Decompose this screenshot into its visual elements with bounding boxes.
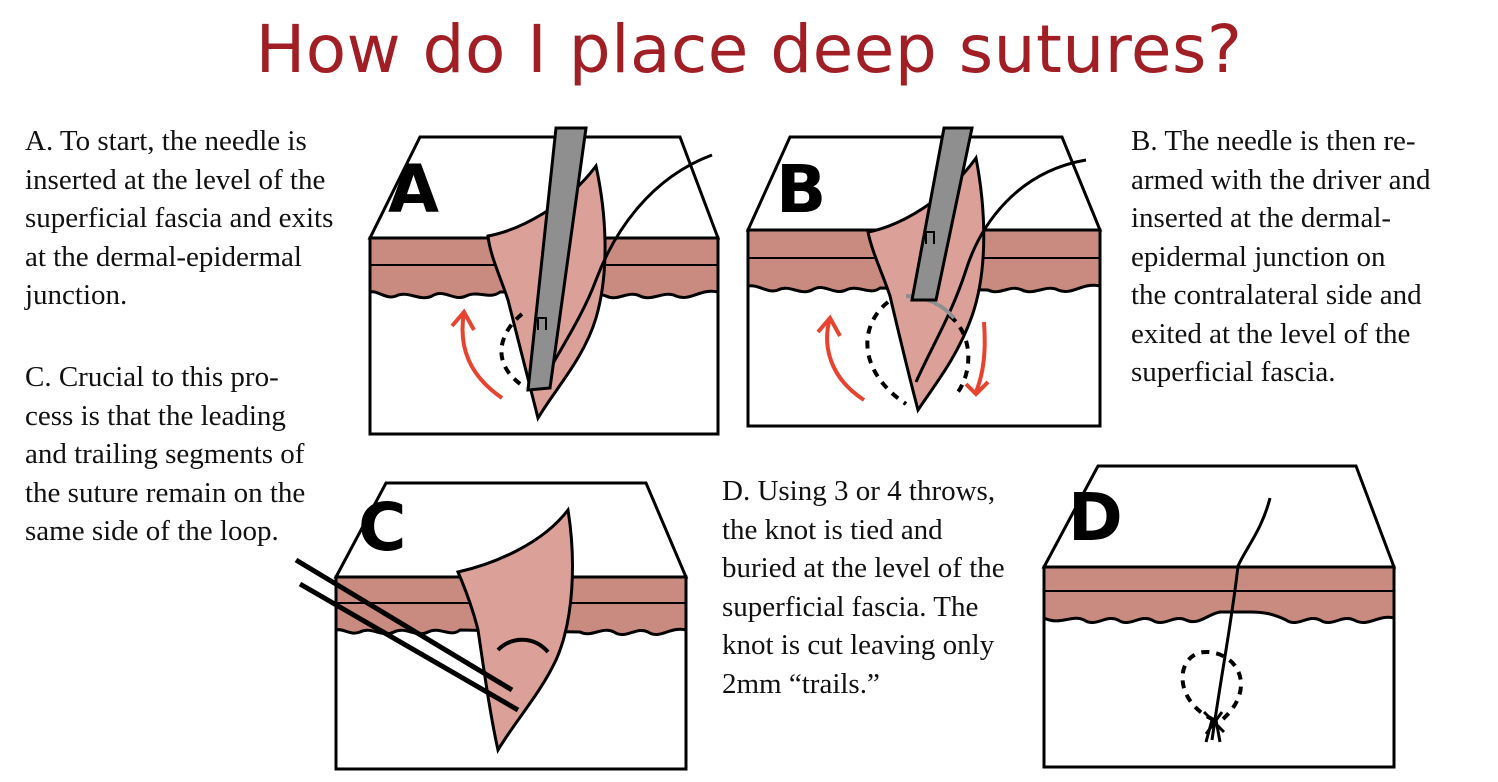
caption-a-line: junction.	[25, 279, 128, 311]
direction-arrow	[460, 311, 504, 400]
caption-b-line: superficial fascia.	[1131, 356, 1336, 388]
needle-path-dashed	[499, 312, 528, 390]
caption-b-line: B. The needle is then re-	[1131, 125, 1416, 157]
caption-b-line: inserted at the dermal-	[1131, 202, 1392, 234]
panel-a-illustration: A	[367, 126, 721, 436]
panel-c-letter: C	[358, 489, 406, 566]
caption-d-line: D. Using 3 or 4 throws,	[722, 475, 996, 507]
suture-thread	[542, 153, 713, 381]
suture-thread	[914, 158, 1087, 383]
caption-d-line: the knot is tied and	[722, 513, 943, 546]
caption-d-line: buried at the level of the	[722, 552, 1005, 584]
needle-driver	[526, 126, 588, 392]
needle-driver	[910, 126, 974, 302]
caption-c-line: C. Crucial to this pro-	[25, 361, 279, 393]
needle	[905, 294, 956, 320]
caption-b-line: armed with the driver and	[1131, 163, 1431, 196]
caption-a-line: superficial fascia and exits	[25, 202, 334, 234]
caption-a-line: inserted at the level of the	[25, 163, 326, 196]
caption-d-line: 2mm “trails.”	[722, 667, 880, 700]
suture-trailing-segment	[298, 581, 520, 713]
caption-d: D. Using 3 or 4 throws, the knot is tied…	[722, 472, 1005, 703]
caption-a-line: at the dermal-epidermal	[25, 240, 302, 273]
panel-b-illustration: B	[745, 126, 1103, 428]
caption-b-line: exited at the level of the	[1131, 317, 1411, 350]
caption-b: B. The needle is then re- armed with the…	[1131, 122, 1431, 392]
suture-thread	[1210, 497, 1272, 741]
direction-arrow	[974, 321, 987, 393]
caption-c-line: and trailing segments of	[25, 438, 305, 470]
panel-d-letter: D	[1068, 479, 1123, 556]
needle-driver-jaw	[925, 231, 935, 244]
arrowhead	[964, 380, 990, 397]
page-title: How do I place deep sutures?	[255, 11, 1243, 88]
caption-c-line: the suture remain on the	[25, 476, 306, 509]
arrowhead	[816, 314, 842, 337]
suture-leading-segment	[294, 557, 514, 693]
panel-b-letter: B	[776, 151, 826, 228]
caption-c: C. Crucial to this pro- cess is that the…	[25, 358, 305, 551]
caption-a: A. To start, the needle is inserted at t…	[25, 122, 333, 315]
caption-c-line: same side of the loop.	[25, 515, 279, 547]
caption-b-line: epidermal junction on	[1131, 240, 1386, 273]
caption-d-line: knot is cut leaving only	[722, 629, 995, 661]
panel-d-illustration: D	[1041, 464, 1397, 769]
direction-arrow	[825, 317, 866, 402]
caption-b-line: the contralateral side and	[1131, 279, 1422, 311]
panel-a-letter: A	[388, 151, 439, 228]
needle-path-dashed	[948, 314, 971, 394]
caption-a-line: A. To start, the needle is	[25, 125, 307, 157]
dermis-layer	[1042, 565, 1396, 625]
caption-d-line: superficial fascia. The	[722, 590, 979, 623]
skin-flap	[455, 506, 574, 754]
knot-trails	[1202, 710, 1226, 743]
buried-suture-loop	[1180, 649, 1243, 722]
needle-driver-jaw	[537, 317, 547, 330]
panel-c-illustration: C	[294, 481, 689, 771]
caption-c-line: cess is that the leading	[25, 399, 286, 432]
arrowhead	[450, 308, 476, 331]
suture-loop-segment	[496, 637, 550, 654]
